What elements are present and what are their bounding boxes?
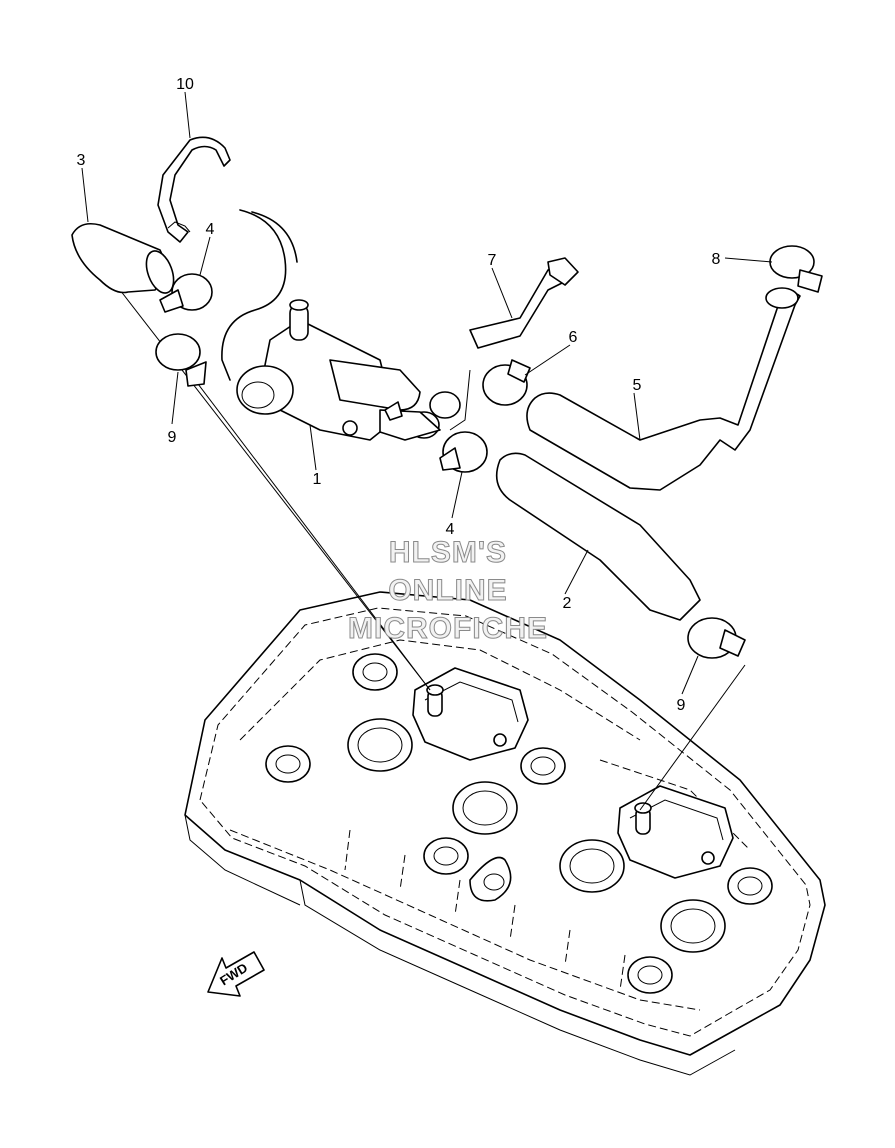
- callout-9-left: 9: [168, 429, 177, 446]
- bolt-boss: [423, 837, 469, 875]
- bolt-boss: [265, 745, 311, 783]
- callout-7: 7: [488, 252, 497, 269]
- watermark-line-2: ONLINE: [388, 574, 507, 607]
- part-4-clamp-upper: [159, 273, 213, 313]
- part-9-clamp-right: [687, 617, 746, 659]
- watermark-line-1: HLSM'S: [389, 536, 507, 569]
- spark-plug-hole: [452, 781, 518, 835]
- reed-valve-cover-left: [412, 667, 529, 761]
- callout-2: 2: [563, 595, 572, 612]
- bolt-boss: [627, 956, 673, 994]
- reed-valve-cover-right: [617, 785, 734, 879]
- bolt-boss: [520, 747, 566, 785]
- callout-1: 1: [313, 471, 322, 488]
- bolt-boss: [352, 653, 398, 691]
- watermark-line-3: MICROFICHE: [348, 612, 548, 645]
- spark-plug-hole: [559, 839, 625, 893]
- callout-6: 6: [569, 329, 578, 346]
- callout-8: 8: [712, 251, 721, 268]
- spark-plug-hole: [347, 718, 413, 772]
- part-6-clamp: [482, 359, 531, 406]
- bolt-boss: [727, 867, 773, 905]
- callout-9-right: 9: [677, 697, 686, 714]
- part-4-clamp-lower: [439, 431, 488, 473]
- callout-4-lower: 4: [446, 521, 455, 538]
- part-10-bracket: [157, 136, 231, 243]
- forward-direction-arrow: FWD: [207, 951, 265, 997]
- part-7-bracket: [469, 257, 579, 349]
- callout-10: 10: [176, 76, 194, 93]
- part-3-elbow-hose: [71, 222, 175, 294]
- callout-numbers: 10 3 4 9 1 4 7 6 8 5 2 9: [77, 76, 721, 714]
- spark-plug-hole: [660, 899, 726, 953]
- part-5-hose: [526, 287, 801, 491]
- part-8-clamp: [769, 245, 823, 293]
- callout-4-upper: 4: [206, 221, 215, 238]
- part-1-air-cut-valve: [221, 209, 461, 441]
- callout-5: 5: [633, 377, 642, 394]
- cylinder-head-cover: [184, 591, 826, 1076]
- callout-3: 3: [77, 152, 86, 169]
- callout-leaders: [81, 91, 773, 695]
- part-2-hose: [495, 452, 701, 621]
- part-9-clamp-left: [155, 333, 207, 387]
- watermark: HLSM'S ONLINE MICROFICHE: [348, 536, 548, 646]
- oil-filler-boss: [469, 856, 512, 902]
